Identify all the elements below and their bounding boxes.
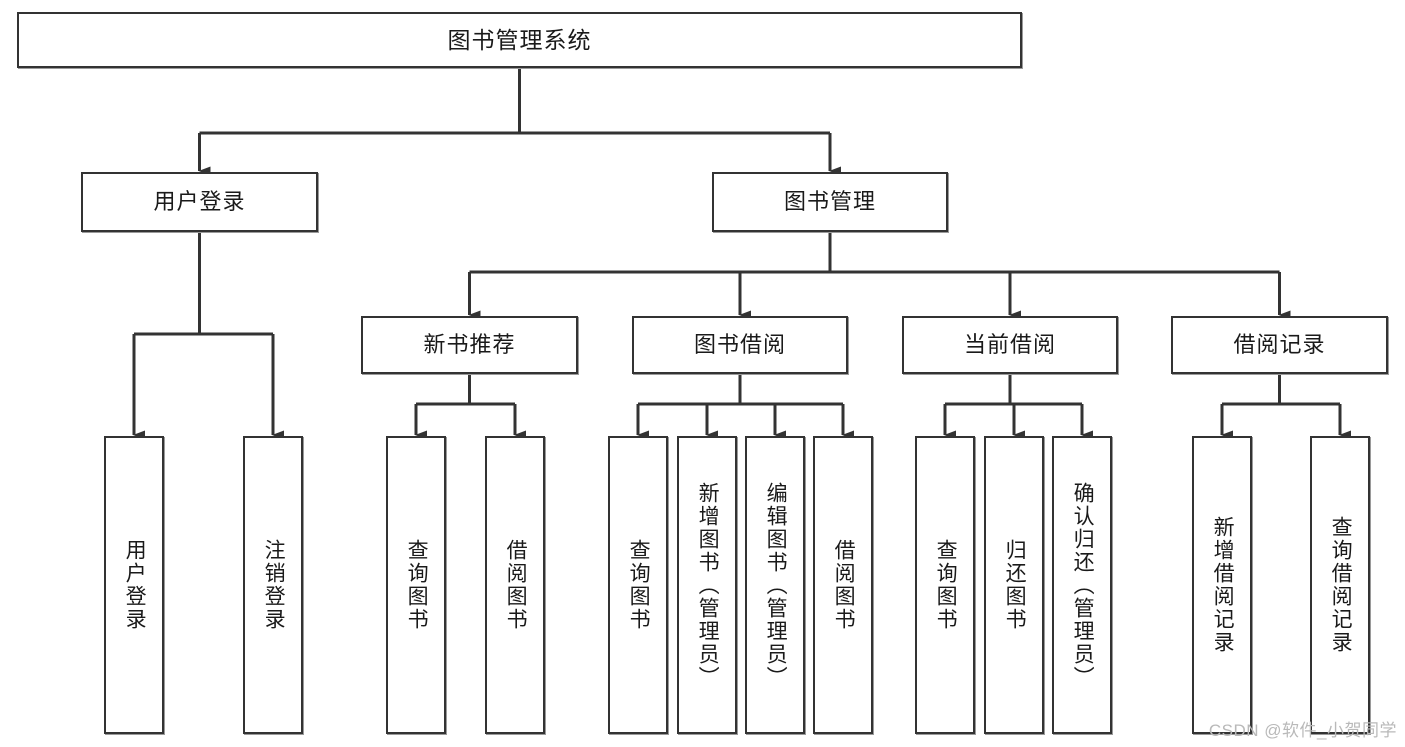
node-book-manage[interactable]: 图书管理 (712, 172, 948, 232)
node-leaf-cb-confirm[interactable]: 确认归还（管理员） (1052, 436, 1112, 734)
node-label: 图书管理系统 (447, 26, 592, 53)
node-label: 查询图书 (405, 539, 429, 631)
node-leaf-rec-borrow[interactable]: 借阅图书 (485, 436, 545, 734)
node-leaf-cb-query[interactable]: 查询图书 (915, 436, 975, 734)
node-label: 借阅图书 (504, 539, 528, 631)
node-label: 查询借阅记录 (1329, 516, 1353, 654)
node-borrow-record[interactable]: 借阅记录 (1171, 316, 1388, 374)
node-label: 当前借阅 (963, 332, 1056, 358)
node-label: 新增借阅记录 (1211, 516, 1235, 654)
node-label: 用户登录 (153, 189, 246, 215)
node-user-login[interactable]: 用户登录 (81, 172, 318, 232)
node-label: 编辑图书（管理员） (764, 481, 788, 689)
node-label: 新书推荐 (423, 332, 516, 358)
node-leaf-cb-return[interactable]: 归还图书 (984, 436, 1044, 734)
node-label: 借阅记录 (1233, 332, 1326, 358)
node-leaf-bb-edit[interactable]: 编辑图书（管理员） (745, 436, 805, 734)
node-leaf-br-add[interactable]: 新增借阅记录 (1192, 436, 1252, 734)
node-current-borrow[interactable]: 当前借阅 (902, 316, 1118, 374)
node-label: 归还图书 (1003, 539, 1027, 631)
node-leaf-bb-borrow[interactable]: 借阅图书 (813, 436, 873, 734)
node-leaf-user-login[interactable]: 用户登录 (104, 436, 164, 734)
node-root[interactable]: 图书管理系统 (17, 12, 1022, 68)
node-label: 查询图书 (627, 539, 651, 631)
node-label: 图书管理 (783, 189, 876, 215)
node-label: 确认归还（管理员） (1071, 481, 1095, 689)
node-label: 图书借阅 (693, 332, 786, 358)
node-book-borrow[interactable]: 图书借阅 (632, 316, 848, 374)
node-label: 注销登录 (262, 539, 286, 631)
node-leaf-bb-query[interactable]: 查询图书 (608, 436, 668, 734)
node-label: 借阅图书 (832, 539, 856, 631)
node-leaf-br-query[interactable]: 查询借阅记录 (1310, 436, 1370, 734)
node-leaf-bb-add[interactable]: 新增图书（管理员） (677, 436, 737, 734)
node-leaf-user-logout[interactable]: 注销登录 (243, 436, 303, 734)
node-label: 查询图书 (934, 539, 958, 631)
node-new-book-rec[interactable]: 新书推荐 (361, 316, 578, 374)
node-leaf-rec-query[interactable]: 查询图书 (386, 436, 446, 734)
node-label: 新增图书（管理员） (696, 481, 720, 689)
node-label: 用户登录 (123, 539, 147, 631)
